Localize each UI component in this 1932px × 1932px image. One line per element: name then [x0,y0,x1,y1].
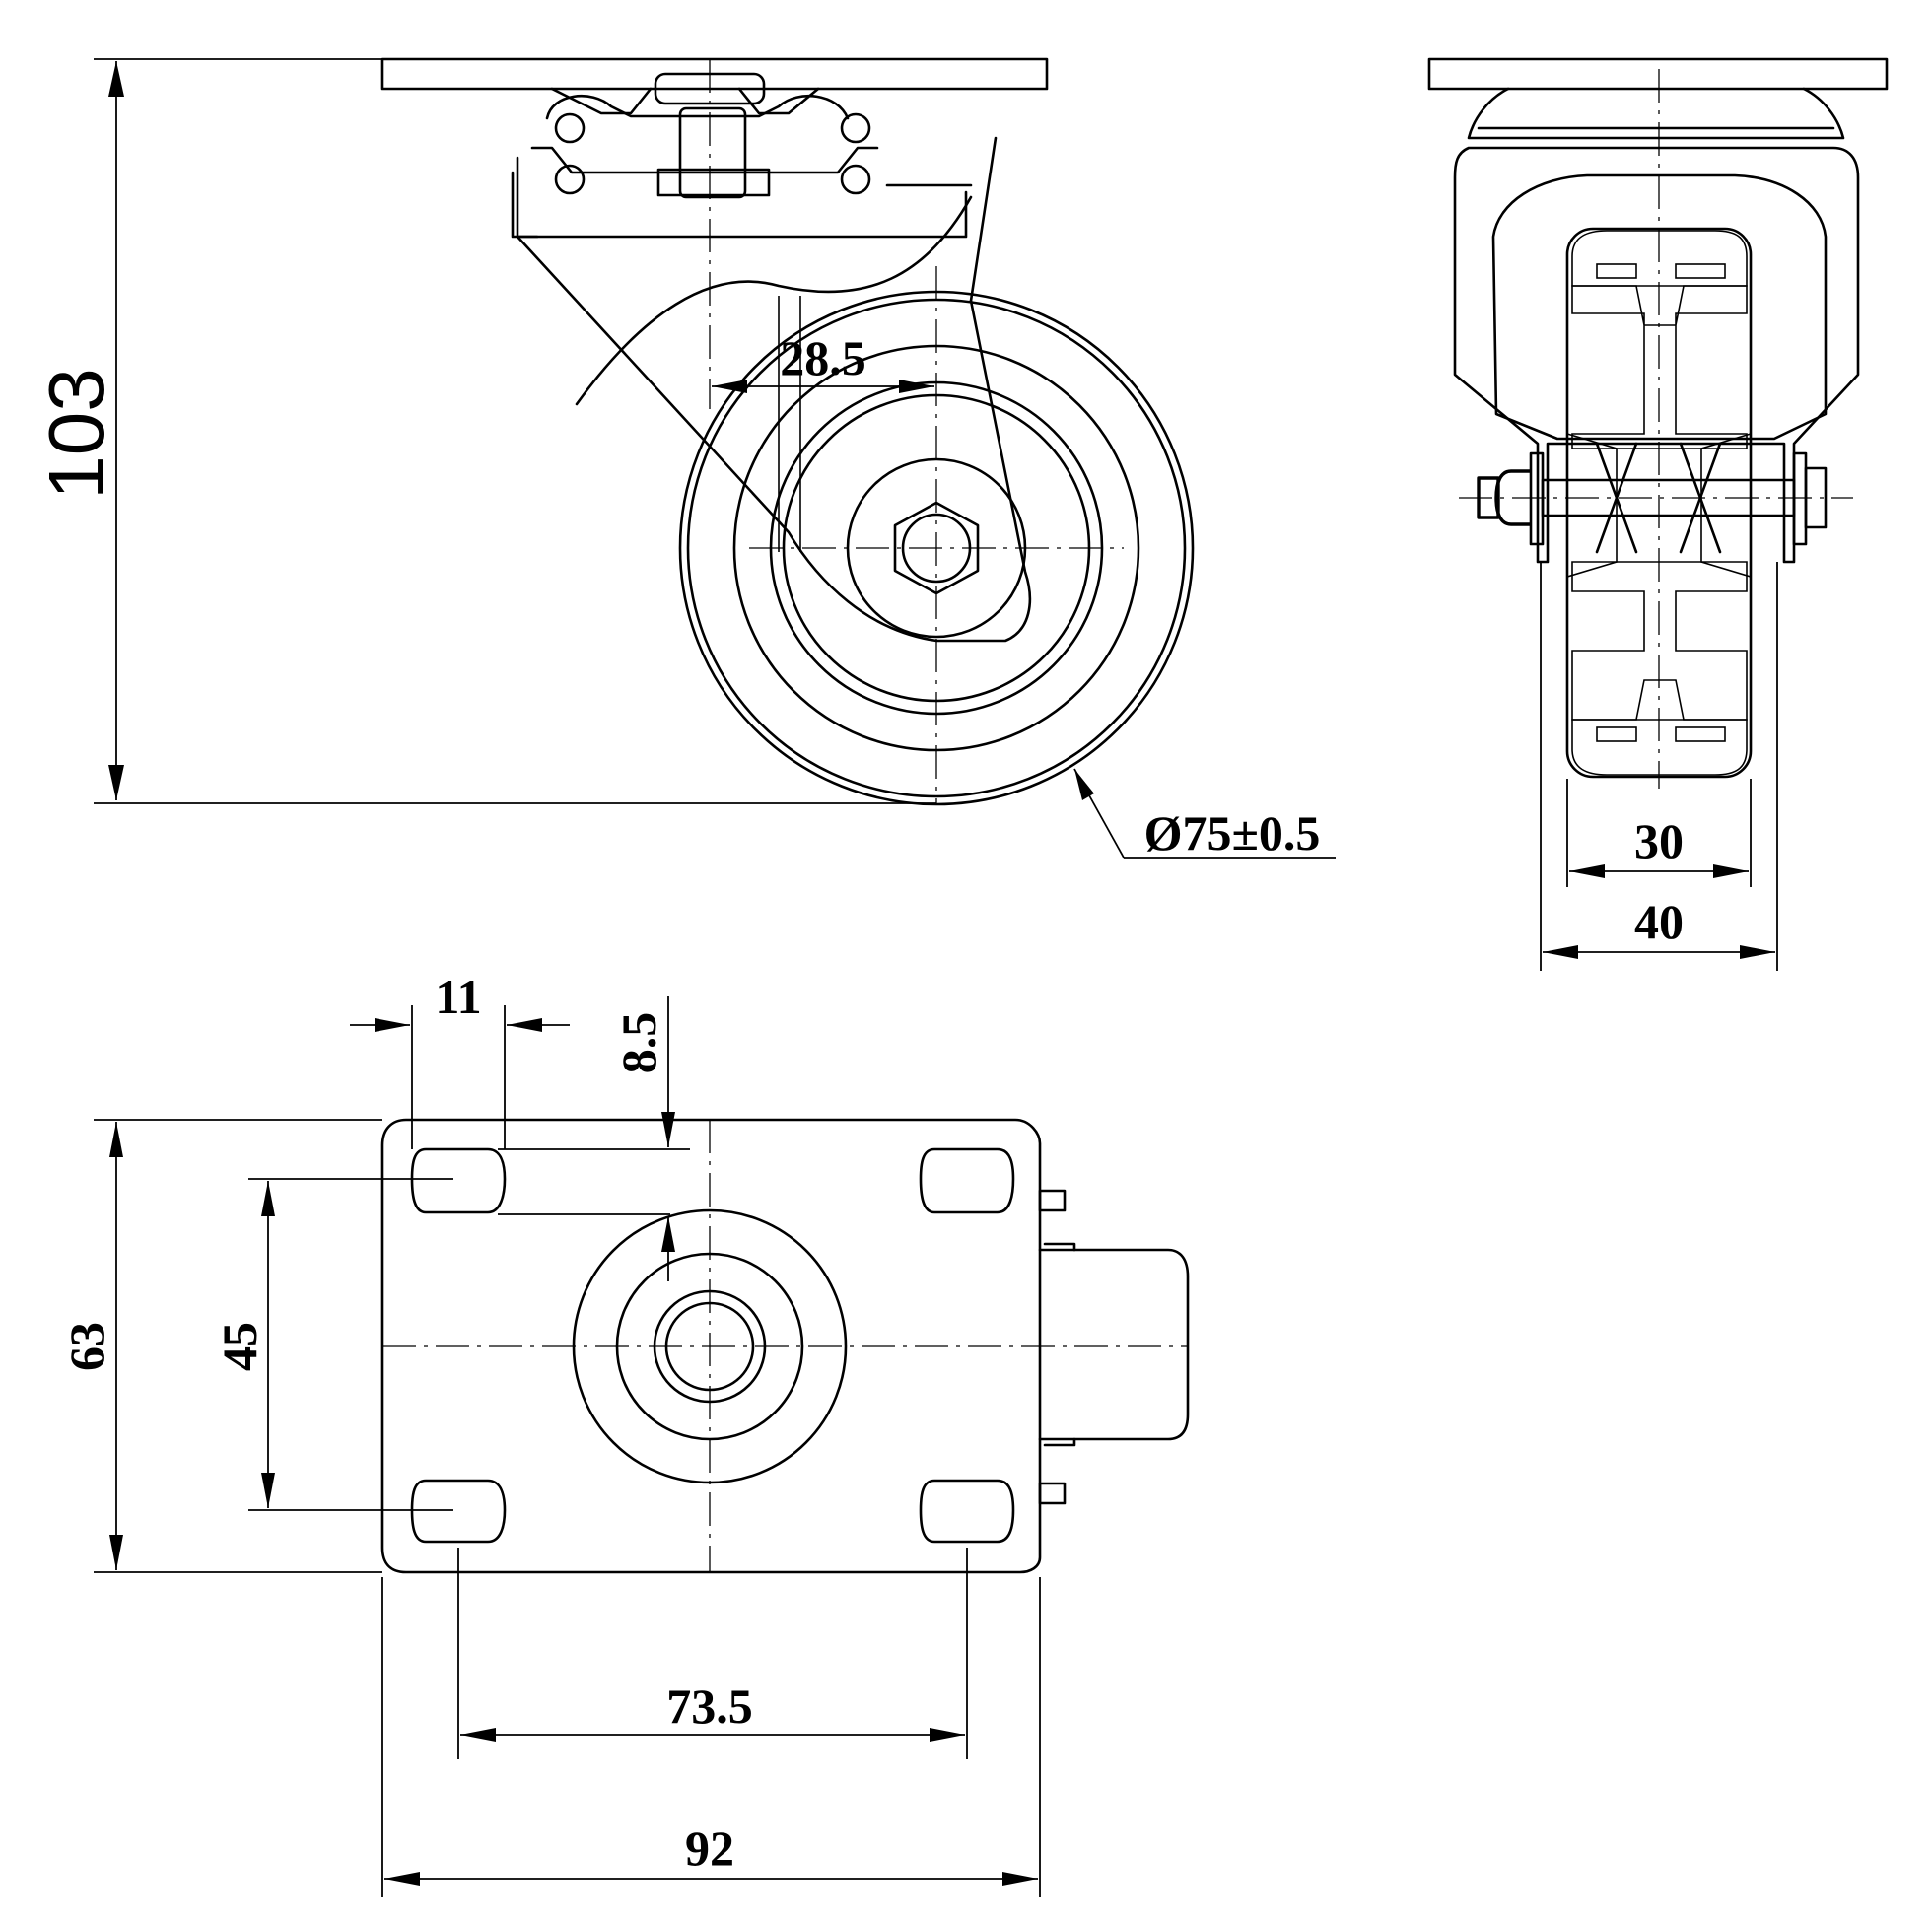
mounting-plate [380,1118,1042,1574]
front-view: 30 40 [1427,57,1889,971]
mounting-hole-bl [410,1479,507,1544]
hole-width-label: 11 [435,969,481,1024]
swivel-offset-label: 28.5 [780,330,866,385]
plate-depth-label: 63 [59,1322,114,1371]
mounting-hole-tr [919,1147,1015,1214]
hole-spacing-short-label: 45 [212,1322,267,1371]
mounting-hole-tl [410,1147,507,1214]
front-fork [1453,146,1860,564]
fork-width-label: 40 [1634,894,1684,949]
total-height-label: 103 [33,368,120,499]
hole-edge-offset-label: 8.5 [611,1012,666,1074]
top-view: 11 8.5 63 45 73.5 92 [59,969,1190,1898]
brake-lever [1038,1248,1190,1441]
top-plate [380,57,1049,91]
plate-length-label: 92 [685,1821,734,1876]
wheel-width-label: 30 [1634,813,1684,868]
front-top-plate [1427,57,1889,91]
fork-leg [516,136,1032,643]
mounting-hole-br [919,1479,1015,1544]
wheel-diameter-label: Ø75±0.5 [1144,805,1321,861]
wheel-section [1565,227,1753,779]
hole-spacing-long-label: 73.5 [666,1679,753,1734]
side-view: 103 28.5 Ø75±0.5 [33,57,1336,861]
swivel-housing [511,72,973,239]
